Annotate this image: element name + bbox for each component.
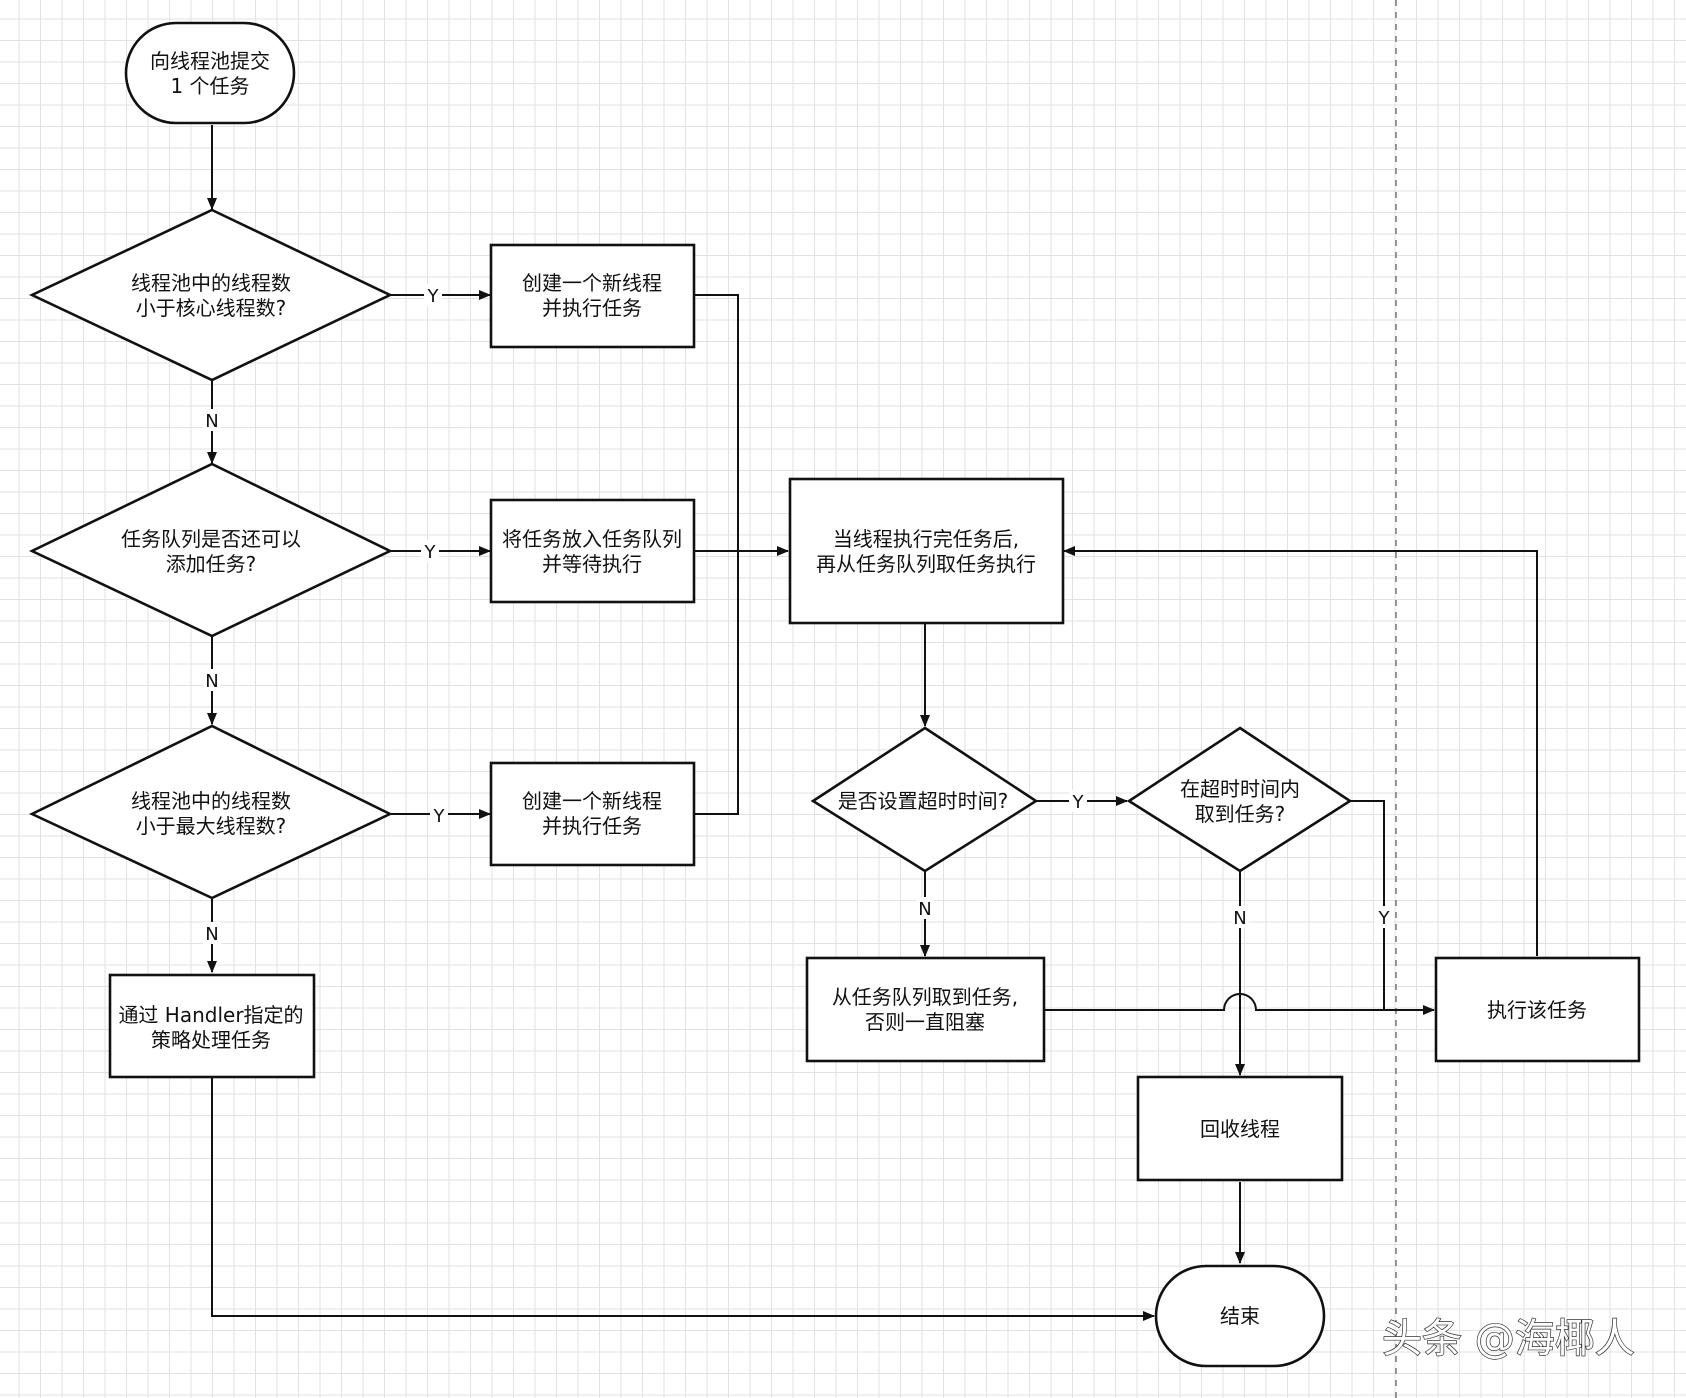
process-take-from-queue: 当线程执行完任务后, 再从任务队列取任务执行 (788, 477, 1065, 625)
process-blocking-take-line2: 否则一直阻塞 (865, 1010, 985, 1034)
process-create-max-thread-line1: 创建一个新线程 (522, 789, 662, 813)
decision-core-threads-line2: 小于核心线程数? (136, 296, 287, 320)
process-handler-policy-line1: 通过 Handler指定的 (118, 1003, 303, 1027)
process-enqueue-task-line1: 将任务放入任务队列 (502, 527, 682, 551)
edge-labels: Y N Y N Y N Y N N Y (203, 284, 1393, 945)
edge-label-max-no: N (205, 924, 218, 945)
process-create-max-thread: 创建一个新线程 并执行任务 (489, 761, 696, 867)
process-handler-policy: 通过 Handler指定的 策略处理任务 (108, 973, 316, 1079)
end-node: 结束 (1154, 1264, 1326, 1368)
process-take-from-queue-line2: 再从任务队列取任务执行 (816, 552, 1036, 576)
start-node-line1: 向线程池提交 (150, 49, 270, 73)
edge-create-core-to-bus (694, 294, 739, 551)
decision-queue-available-line1: 任务队列是否还可以 (121, 527, 301, 551)
edge-block-to-exec (1044, 993, 1435, 1015)
decision-got-task-in-time: 在超时时间内 取到任务? (1126, 726, 1353, 873)
decision-got-task-in-time-line2: 取到任务? (1195, 802, 1286, 826)
process-handler-policy-line2: 策略处理任务 (151, 1028, 271, 1052)
process-create-max-thread-line2: 并执行任务 (542, 814, 642, 838)
decision-core-threads: 线程池中的线程数 小于核心线程数? (28, 208, 394, 382)
decision-got-task-in-time-line1: 在超时时间内 (1180, 777, 1300, 801)
edge-create-max-to-bus (694, 551, 739, 815)
decision-max-threads-line2: 小于最大线程数? (136, 814, 287, 838)
decision-max-threads: 线程池中的线程数 小于最大线程数? (28, 724, 393, 900)
process-create-core-thread-line1: 创建一个新线程 (522, 271, 662, 295)
process-create-core-thread-line2: 并执行任务 (542, 296, 642, 320)
process-recycle-thread: 回收线程 (1136, 1075, 1344, 1182)
edge-label-core-yes: Y (427, 286, 440, 307)
edge-label-got-no: N (1233, 908, 1246, 929)
process-enqueue-task-line2: 并等待执行 (542, 552, 642, 576)
edge-label-timeout-yes: Y (1072, 792, 1085, 813)
process-enqueue-task: 将任务放入任务队列 并等待执行 (489, 498, 696, 604)
edge-label-got-yes: Y (1378, 908, 1391, 929)
start-node: 向线程池提交 1 个任务 (124, 21, 296, 125)
start-node-line2: 1 个任务 (170, 74, 249, 98)
decision-queue-available: 任务队列是否还可以 添加任务? (28, 462, 393, 638)
end-node-line1: 结束 (1220, 1304, 1260, 1328)
decision-core-threads-line1: 线程池中的线程数 (131, 271, 291, 295)
watermark-text: 头条 @海椰人 (1382, 1316, 1635, 1362)
decision-queue-available-line2: 添加任务? (166, 552, 257, 576)
process-create-core-thread: 创建一个新线程 并执行任务 (489, 243, 696, 349)
edge-label-timeout-no: N (918, 899, 931, 920)
edge-handler-to-end (211, 1078, 1155, 1321)
edge-got-yes (1350, 800, 1385, 1010)
edge-label-max-yes: Y (433, 806, 446, 827)
edge-label-queue-no: N (205, 671, 218, 692)
edge-label-queue-yes: Y (424, 542, 437, 563)
edge-exec-to-take (1063, 546, 1538, 956)
process-blocking-take: 从任务队列取到任务, 否则一直阻塞 (805, 956, 1046, 1063)
decision-max-threads-line1: 线程池中的线程数 (131, 789, 291, 813)
process-take-from-queue-line1: 当线程执行完任务后, (833, 527, 1019, 551)
process-execute-task-line1: 执行该任务 (1487, 998, 1587, 1022)
process-recycle-thread-line1: 回收线程 (1200, 1117, 1280, 1141)
process-execute-task: 执行该任务 (1434, 956, 1641, 1063)
decision-timeout-set: 是否设置超时时间? (810, 726, 1039, 873)
process-blocking-take-line1: 从任务队列取到任务, (832, 985, 1018, 1009)
edge-label-core-no: N (205, 411, 218, 432)
decision-timeout-set-line1: 是否设置超时时间? (838, 789, 1009, 813)
